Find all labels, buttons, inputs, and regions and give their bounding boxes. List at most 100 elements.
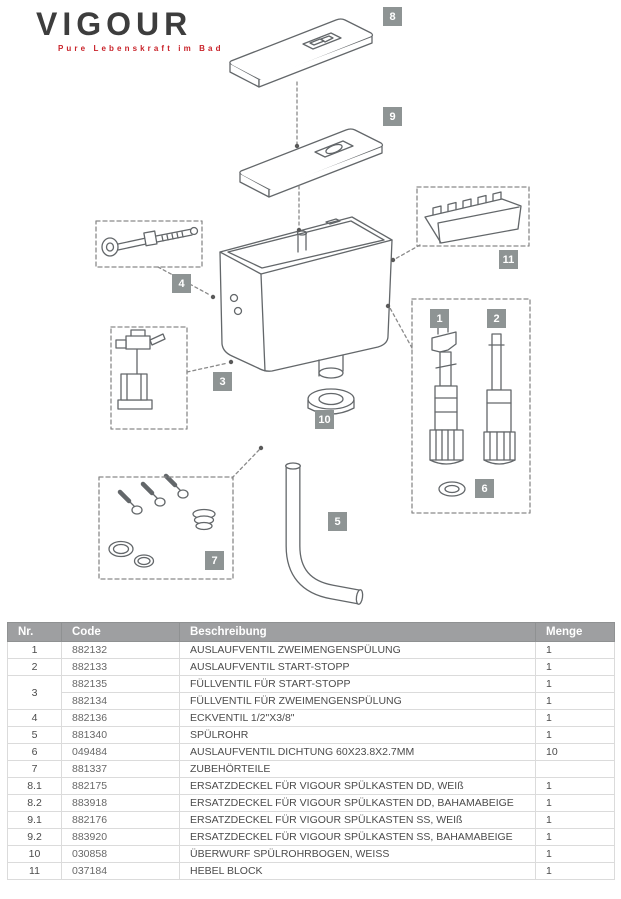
table-row: 882134 FÜLLVENTIL FÜR ZWEIMENGENSPÜLUNG … [8, 692, 615, 710]
table-row: 3 882135 FÜLLVENTIL FÜR START-STOPP 1 [7, 675, 615, 710]
outlet-valve-part-2 [483, 333, 516, 465]
brand-tagline: Pure Lebenskraft im Bad [58, 44, 224, 53]
cell-nr: 3 [7, 675, 62, 710]
table-row: 5 881340 SPÜLROHR 1 [7, 726, 615, 744]
cell-code: 882134 [61, 692, 180, 710]
table-row: 2 882133 AUSLAUFVENTIL START-STOPP 1 [7, 658, 615, 676]
table-row: 11 037184 HEBEL BLOCK 1 [7, 862, 615, 880]
part-badge-2: 2 [487, 309, 506, 328]
cell-code: 882136 [61, 709, 180, 727]
part-1-2-6-group-box [411, 298, 531, 514]
cell-menge: 1 [535, 658, 615, 676]
cell-menge: 1 [535, 726, 615, 744]
header-nr: Nr. [7, 622, 62, 642]
cell-nr: 6 [7, 743, 62, 761]
cell-menge: 1 [535, 811, 615, 829]
cell-descr: AUSLAUFVENTIL DICHTUNG 60X23.8X2.7MM [179, 743, 536, 761]
part-11-group-box [416, 186, 530, 247]
cell-code: 883920 [61, 828, 180, 846]
cell-descr: HEBEL BLOCK [179, 862, 536, 880]
cell-nr: 1 [7, 641, 62, 659]
cell-code: 882132 [61, 641, 180, 659]
leader-lines [157, 81, 421, 479]
outlet-valve-part-1 [429, 323, 464, 465]
table-row: 10 030858 ÜBERWURF SPÜLROHRBOGEN, WEISS … [7, 845, 615, 863]
cell-descr: ERSATZDECKEL FÜR VIGOUR SPÜLKASTEN DD, B… [179, 794, 536, 812]
cell-nr: 9.1 [7, 811, 62, 829]
parts-table-section: Nr. Code Beschreibung Menge 1 882132 AUS… [7, 622, 615, 880]
cell-code: 037184 [61, 862, 180, 880]
part-badge-8: 8 [383, 7, 402, 26]
cell-code: 030858 [61, 845, 180, 863]
part-badge-1: 1 [430, 309, 449, 328]
corner-valve-part-4 [101, 226, 199, 257]
table-row: 8.2 883918 ERSATZDECKEL FÜR VIGOUR SPÜLK… [7, 794, 615, 812]
part-badge-11: 11 [499, 250, 518, 269]
table-row: 9.1 882176 ERSATZDECKEL FÜR VIGOUR SPÜLK… [7, 811, 615, 829]
accessories-part-7 [108, 473, 216, 568]
cell-descr: ECKVENTIL 1/2"X3/8" [179, 709, 536, 727]
fill-valve-part-3 [115, 329, 166, 410]
cell-nr: 7 [7, 760, 62, 778]
cell-code: 882176 [61, 811, 180, 829]
cell-descr: AUSLAUFVENTIL START-STOPP [179, 658, 536, 676]
parts-drawing [95, 18, 531, 605]
part-badge-6: 6 [475, 479, 494, 498]
cell-descr: ÜBERWURF SPÜLROHRBOGEN, WEISS [179, 845, 536, 863]
cell-code: 882133 [61, 658, 180, 676]
cell-menge: 1 [535, 709, 615, 727]
part-badge-9: 9 [383, 107, 402, 126]
cell-descr: ZUBEHÖRTEILE [179, 760, 536, 778]
table-row: 6 049484 AUSLAUFVENTIL DICHTUNG 60X23.8X… [7, 743, 615, 761]
table-row: 7 881337 ZUBEHÖRTEILE [7, 760, 615, 778]
part-badge-4: 4 [172, 274, 191, 293]
header-code: Code [61, 622, 180, 642]
table-row: 9.2 883920 ERSATZDECKEL FÜR VIGOUR SPÜLK… [7, 828, 615, 846]
part-badge-10: 10 [315, 410, 334, 429]
cell-menge: 1 [535, 845, 615, 863]
cell-nr: 5 [7, 726, 62, 744]
flush-pipe-part-5 [285, 462, 364, 605]
part-badge-7: 7 [205, 551, 224, 570]
cell-nr: 8.1 [7, 777, 62, 795]
part-7-group-box [98, 476, 234, 580]
cell-descr: AUSLAUFVENTIL ZWEIMENGENSPÜLUNG [179, 641, 536, 659]
cell-menge: 1 [535, 692, 615, 710]
cell-descr: SPÜLROHR [179, 726, 536, 744]
part-badge-5: 5 [328, 512, 347, 531]
cell-code: 882175 [61, 777, 180, 795]
cell-menge: 1 [535, 675, 615, 693]
table-header-row: Nr. Code Beschreibung Menge [7, 622, 615, 642]
cell-menge: 1 [535, 828, 615, 846]
header-beschreibung: Beschreibung [179, 622, 536, 642]
cell-code: 049484 [61, 743, 180, 761]
cell-descr: ERSATZDECKEL FÜR VIGOUR SPÜLKASTEN SS, B… [179, 828, 536, 846]
leader-dots [210, 143, 396, 451]
cell-menge: 10 [535, 743, 615, 761]
parts-table: Nr. Code Beschreibung Menge 1 882132 AUS… [7, 622, 615, 880]
cell-nr: 4 [7, 709, 62, 727]
table-row: 4 882136 ECKVENTIL 1/2"X3/8" 1 [7, 709, 615, 727]
part-4-group-box [95, 220, 203, 268]
cell-nr: 11 [7, 862, 62, 880]
vigour-logo: VIGOUR Pure Lebenskraft im Bad [36, 8, 224, 53]
cell-nr: 2 [7, 658, 62, 676]
cell-descr: ERSATZDECKEL FÜR VIGOUR SPÜLKASTEN SS, W… [179, 811, 536, 829]
cell-menge [535, 760, 615, 778]
cell-nr: 8.2 [7, 794, 62, 812]
exploded-parts-diagram: VIGOUR Pure Lebenskraft im Bad [36, 7, 531, 605]
cell-descr: FÜLLVENTIL FÜR ZWEIMENGENSPÜLUNG [179, 692, 536, 710]
cistern-tank [219, 216, 393, 379]
gasket-part-6 [438, 481, 466, 497]
header-menge: Menge [535, 622, 615, 642]
table-row: 8.1 882175 ERSATZDECKEL FÜR VIGOUR SPÜLK… [7, 777, 615, 795]
cell-descr: FÜLLVENTIL FÜR START-STOPP [179, 675, 536, 693]
cell-descr: ERSATZDECKEL FÜR VIGOUR SPÜLKASTEN DD, W… [179, 777, 536, 795]
cell-menge: 1 [535, 777, 615, 795]
lever-block-part-11 [424, 191, 522, 244]
part-3-group-box [110, 326, 188, 430]
cell-menge: 1 [535, 641, 615, 659]
part-badge-3: 3 [213, 372, 232, 391]
table-row: 1 882132 AUSLAUFVENTIL ZWEIMENGENSPÜLUNG… [7, 641, 615, 659]
cell-code: 881337 [61, 760, 180, 778]
